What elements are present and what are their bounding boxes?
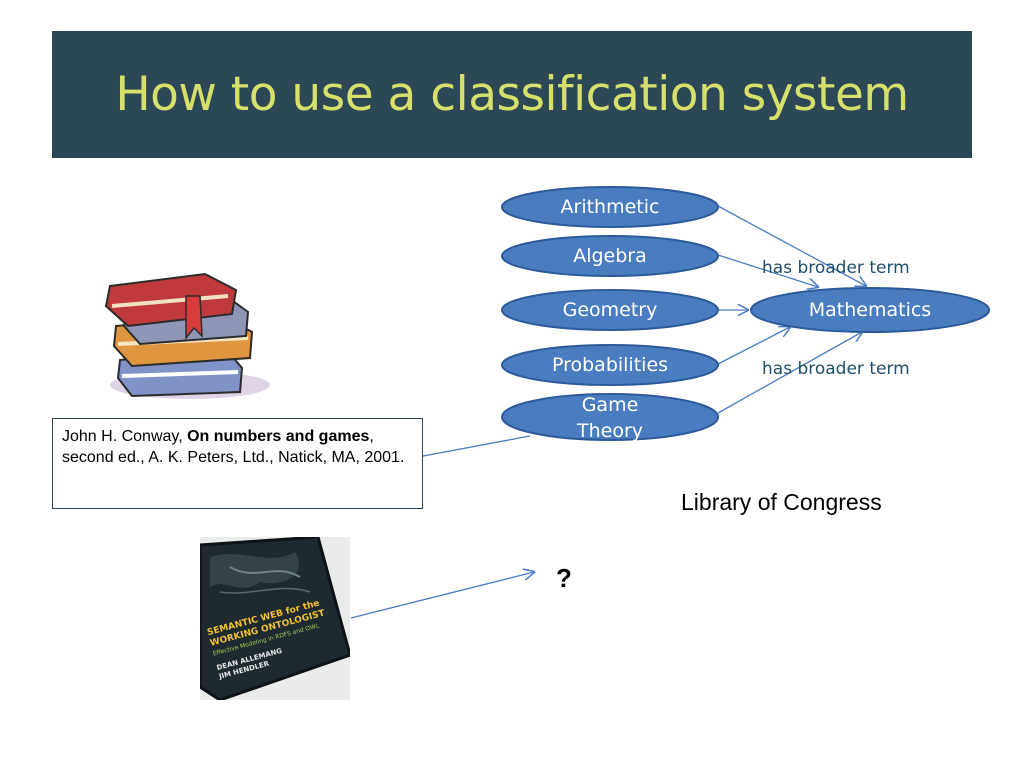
unknown-classification-mark: ? [556,563,572,593]
arrow-probabilities-to-mathematics [717,327,790,365]
node-algebra: Algebra [573,245,647,267]
relation-label-lower: has broader term [762,359,910,379]
node-geometry-shape [501,289,719,331]
book-cover-image: SEMANTIC WEB for the WORKING ONTOLOGIST … [200,537,350,700]
title-bar: How to use a classification system [52,31,972,158]
node-mathematics: Mathematics [808,299,932,321]
node-game-theory-shape [501,393,719,441]
citation-to-gametheory-line [417,435,531,458]
book-to-unknown-arrow [350,572,534,619]
node-mathematics-shape [750,287,990,333]
nodes [501,186,990,441]
arrow-arithmetic-to-mathematics [717,205,866,286]
node-probabilities: Probabilities [551,354,669,376]
arrows [350,205,866,619]
book-cover-illustration: SEMANTIC WEB for the WORKING ONTOLOGIST … [200,537,350,700]
arrow-algebra-to-mathematics [717,254,818,287]
citation-details: , second ed., A. K. Peters, Ltd., Natick… [62,428,405,466]
books-stack-icon [104,272,270,399]
node-arithmetic: Arithmetic [560,196,660,218]
arrow-gametheory-to-mathematics [717,332,862,414]
node-game-theory: Game Theory [576,394,644,442]
citation-box: John H. Conway, On numbers and games, se… [52,418,423,509]
node-probabilities-shape [501,344,719,386]
node-geometry: Geometry [562,299,658,321]
slide-title: How to use a classification system [115,67,909,122]
node-arithmetic-shape [501,186,719,228]
node-algebra-shape [501,235,719,277]
citation-author: John H. Conway, [62,428,188,445]
library-of-congress-label: Library of Congress [681,489,882,515]
relation-label-upper: has broader term [762,258,910,278]
citation-title: On numbers and games [187,428,370,445]
